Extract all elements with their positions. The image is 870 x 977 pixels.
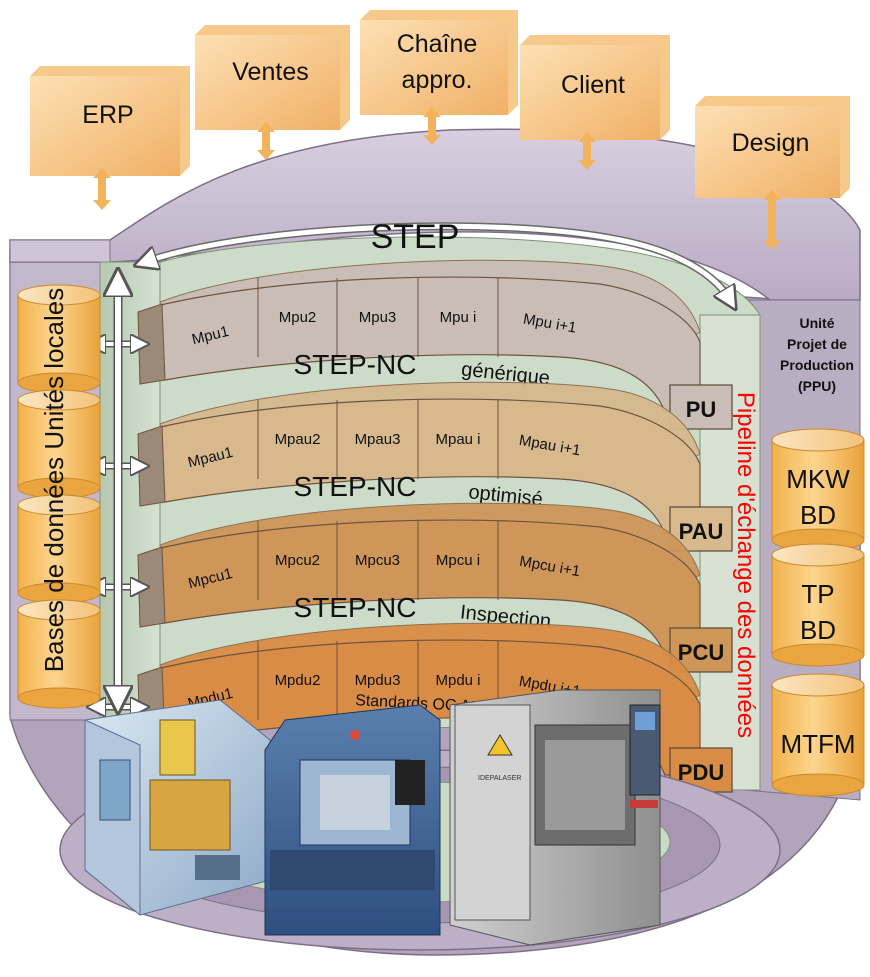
system-box: Ventes	[195, 25, 350, 160]
ppu-db-cylinder: MKW BD	[771, 428, 865, 552]
local-db-cylinder	[17, 494, 101, 604]
system-link-arrow	[423, 113, 441, 145]
ppu-line-3: Production	[780, 357, 854, 373]
ring-unit-label: Mpdu3	[355, 672, 401, 689]
ring-unit-label: Mpcu3	[355, 552, 400, 569]
system-label: Chaîne	[397, 30, 478, 58]
system-label: Ventes	[232, 58, 308, 86]
ring-title: STEP-NC	[294, 592, 417, 623]
machine-tool-right: IDEPALASER	[449, 689, 661, 946]
local-db-label: Bases de données Unités locales	[39, 288, 69, 672]
system-label: appro.	[402, 66, 473, 94]
system-label: ERP	[82, 101, 133, 129]
ring-unit-label: Mpdu i	[435, 672, 480, 689]
ppu-db-label: BD	[800, 615, 836, 645]
machine-tool-left	[84, 699, 271, 917]
ppu-line-1: Unité	[800, 315, 835, 331]
ring-unit-label: Mpu2	[279, 309, 317, 326]
local-db-cylinder	[17, 599, 101, 709]
ppu-db-label: TP	[801, 579, 834, 609]
local-databases	[17, 284, 101, 709]
machine-tool-center	[264, 704, 441, 936]
pipeline-label: Pipeline d'échange des données	[732, 392, 759, 738]
unit-code-label: PCU	[678, 640, 724, 665]
unit-code-label: PAU	[679, 519, 724, 544]
unit-code-label: PU	[686, 397, 717, 422]
system-box: Client	[520, 35, 670, 170]
ring-unit-label: Mpcu i	[436, 552, 480, 569]
system-link-arrow	[763, 196, 781, 250]
step-exchange: STEP	[145, 218, 730, 300]
ring-unit-label: Mpau2	[275, 431, 321, 448]
ppu-databases: MKW BD TP BD MTFM	[771, 428, 865, 797]
local-db-cylinder	[17, 389, 101, 499]
ppu-label: Unité Projet de Production (PPU)	[780, 315, 854, 394]
system-label: Design	[732, 129, 810, 157]
ppu-db-label: BD	[800, 500, 836, 530]
unit-code-box	[669, 747, 733, 793]
step-label: STEP	[371, 218, 460, 256]
ring-unit-label: Mpu3	[359, 309, 397, 326]
ring-title: STEP-NC	[294, 471, 417, 502]
ppu-db-cylinder: MTFM	[771, 673, 865, 797]
local-db-cylinder	[17, 284, 101, 394]
ring-unit-label: Mpdu2	[275, 672, 321, 689]
ring-unit-label: Mpcu2	[275, 552, 320, 569]
ring-title: STEP-NC	[294, 349, 417, 380]
system-link-arrow	[257, 128, 275, 160]
system-link-arrow	[578, 138, 596, 170]
ppu-line-2: Projet de	[787, 336, 847, 352]
system-box: Chaîne appro.	[360, 10, 518, 145]
ppu-db-cylinder: TP BD	[771, 543, 865, 667]
svg-text:IDEPALASER: IDEPALASER	[478, 775, 521, 782]
ring-unit-label: Mpau i	[435, 431, 480, 448]
ring-unit-label: Mpu i	[440, 309, 477, 326]
unit-code-label: PDU	[678, 760, 724, 785]
ppu-db-label: MTFM	[780, 729, 855, 759]
system-label: Client	[561, 71, 625, 99]
ppu-line-4: (PPU)	[798, 378, 836, 394]
ppu-db-label: MKW	[786, 464, 850, 494]
system-link-arrow	[93, 174, 111, 210]
system-box: Design	[695, 96, 850, 250]
system-box: ERP	[30, 66, 190, 210]
ring-unit-label: Mpau3	[355, 431, 401, 448]
